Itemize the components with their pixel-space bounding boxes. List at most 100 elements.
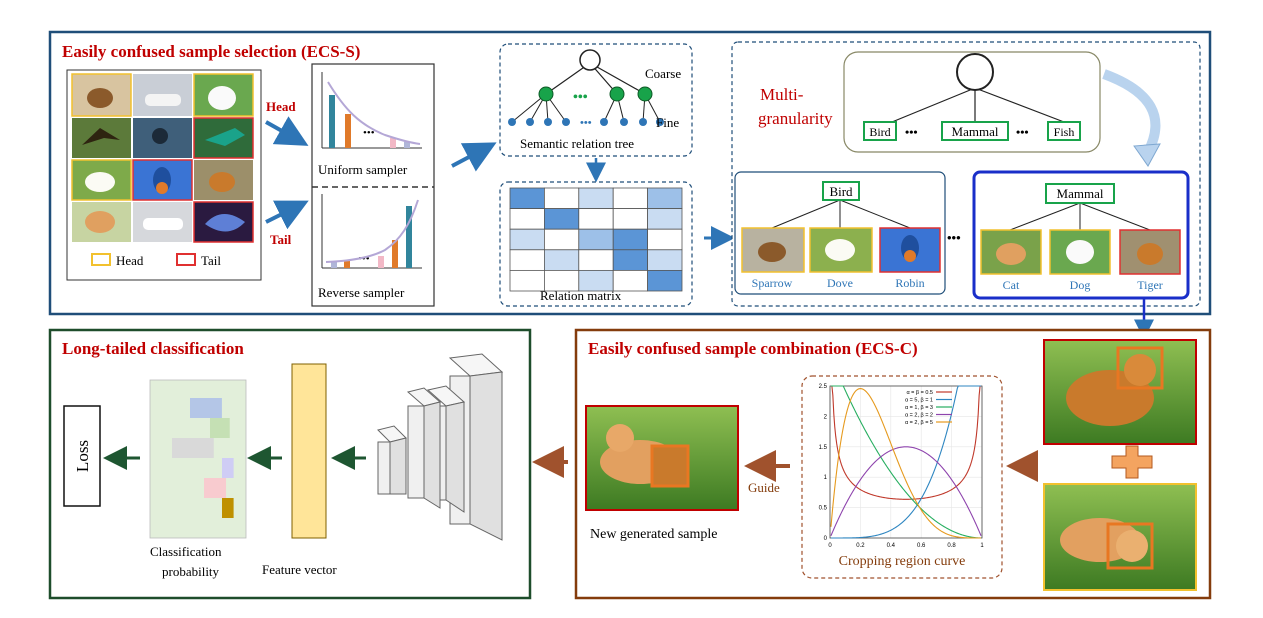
prob-bars bbox=[172, 398, 234, 518]
top-node-fish bbox=[1047, 121, 1081, 141]
top-dots-2: ••• bbox=[1016, 125, 1029, 139]
chart-y-tick: 1.5 bbox=[819, 445, 828, 451]
tree-fine-node bbox=[620, 118, 628, 126]
chart-x-tick: 0.6 bbox=[917, 543, 926, 549]
matrix-cell bbox=[578, 187, 614, 210]
prob-bar bbox=[222, 458, 234, 478]
matrix-cell bbox=[647, 269, 683, 292]
mammal-item-cat: Cat bbox=[1003, 278, 1020, 292]
tiger-photo-head bbox=[1124, 354, 1156, 386]
uniform-sampler-label: Uniform sampler bbox=[318, 162, 408, 177]
chart-legend-label: α = 2, β = 5 bbox=[905, 420, 933, 426]
matrix-cell bbox=[612, 249, 649, 271]
semantic-tree: ••• ••• Coarse Fine Semantic relation tr… bbox=[499, 43, 693, 157]
dog-shape bbox=[208, 86, 236, 110]
granularity-title-2: granularity bbox=[758, 109, 833, 128]
tree-fine-node bbox=[544, 118, 552, 126]
top-node-mammal bbox=[941, 121, 1009, 141]
uniform-bar-2 bbox=[345, 114, 351, 148]
matrix-caption: Relation matrix bbox=[540, 288, 622, 303]
matrix-cell bbox=[544, 249, 580, 271]
kingfisher-belly bbox=[156, 182, 168, 194]
prob-bar bbox=[210, 418, 230, 438]
uniform-dots: ••• bbox=[363, 127, 375, 139]
mammal-item-dog: Dog bbox=[1070, 278, 1091, 292]
chart-x-tick: 0.8 bbox=[947, 543, 956, 549]
reverse-bar-1 bbox=[331, 262, 337, 268]
feature-vector-bar bbox=[291, 363, 327, 539]
tiger-crop-box bbox=[1116, 346, 1164, 390]
new-sample-head bbox=[606, 424, 634, 452]
matrix-cell bbox=[509, 187, 545, 210]
cnn-backbone bbox=[377, 353, 504, 541]
chart-y-tick: 2 bbox=[824, 414, 828, 420]
matrix-cell bbox=[647, 208, 683, 230]
reverse-bar-4 bbox=[392, 240, 398, 268]
tree-edge bbox=[545, 62, 591, 95]
tree-fine-node bbox=[526, 118, 534, 126]
cnn-block-2-side bbox=[423, 401, 441, 509]
reverse-sampler-label: Reverse sampler bbox=[318, 285, 405, 300]
img-dove-shape bbox=[825, 239, 855, 261]
ltc-panel: Long-tailed classification Feature vecto… bbox=[48, 328, 532, 600]
tree-coarse-node bbox=[637, 86, 653, 102]
bird-flock-shape bbox=[152, 128, 168, 144]
cat-photo-head bbox=[1116, 530, 1148, 562]
tiger-shape bbox=[209, 172, 235, 192]
bird-item-robin: Robin bbox=[895, 276, 924, 290]
prob-bar bbox=[204, 478, 227, 498]
sampler-box: ••• Uniform sampler ••• Reverse sampler bbox=[311, 63, 435, 307]
prob-bar bbox=[172, 438, 214, 458]
legend-head-label: Head bbox=[116, 253, 144, 268]
matrix-cell bbox=[612, 187, 649, 210]
arrow-head-label: Head bbox=[266, 99, 296, 114]
ltc-title: Long-tailed classification bbox=[62, 339, 244, 358]
legend-tail-label: Tail bbox=[201, 253, 221, 268]
cnn-block-2-front bbox=[407, 405, 425, 499]
sampler-to-tree-arrow bbox=[451, 142, 497, 172]
reverse-dots: ••• bbox=[358, 253, 370, 265]
img-tiger-shape bbox=[1137, 243, 1163, 265]
bird-item-dove: Dove bbox=[827, 276, 853, 290]
prob-bar bbox=[190, 398, 222, 418]
chart-series-line bbox=[830, 385, 982, 539]
car-white-shape bbox=[143, 218, 183, 230]
mammal-edge bbox=[1079, 202, 1151, 231]
tree-coarse-label: Coarse bbox=[645, 66, 681, 81]
sparrow-shape bbox=[87, 88, 113, 108]
matrix-cell bbox=[578, 249, 614, 271]
chart-series-line bbox=[830, 385, 982, 539]
cnn-block-1-front bbox=[377, 441, 391, 495]
new-sample-crop bbox=[650, 444, 690, 488]
chart-x-tick: 0.2 bbox=[856, 543, 865, 549]
matrix-cell bbox=[544, 228, 580, 251]
eagle-shape bbox=[82, 128, 120, 145]
matrix-cell bbox=[612, 208, 649, 230]
reverse-bar-5 bbox=[406, 206, 412, 268]
car-shape bbox=[145, 94, 181, 106]
new-sample-label: New generated sample bbox=[590, 527, 718, 542]
bird-edge bbox=[771, 199, 841, 229]
bird-item-sparrow: Sparrow bbox=[752, 276, 793, 290]
coarse-edge bbox=[891, 87, 976, 123]
cnn-block-4-side bbox=[469, 371, 503, 541]
ecs-s-panel: Easily confused sample selection (ECS-S) bbox=[48, 30, 1212, 316]
matrix-cells bbox=[509, 187, 683, 292]
chart-legend-label: α = β = 0.5 bbox=[906, 390, 933, 396]
ecs-c-panel: Easily confused sample combination (ECS-… bbox=[574, 328, 1212, 600]
tree-frame bbox=[499, 43, 693, 157]
tail-arrow bbox=[265, 200, 309, 230]
tree-caption: Semantic relation tree bbox=[520, 136, 634, 151]
matrix-cell bbox=[647, 228, 683, 251]
matrix-cell bbox=[509, 228, 545, 251]
chart-axes bbox=[829, 385, 983, 539]
head-arrow bbox=[265, 116, 309, 146]
img-dog-shape bbox=[1066, 240, 1094, 264]
uniform-bar-1 bbox=[329, 95, 335, 148]
tree-fine-node bbox=[562, 118, 570, 126]
matrix-cell bbox=[509, 208, 545, 230]
ecs-s-title: Easily confused sample selection (ECS-S) bbox=[62, 42, 360, 61]
mammal-group-node bbox=[1045, 183, 1115, 204]
top-node-bird bbox=[863, 121, 897, 141]
